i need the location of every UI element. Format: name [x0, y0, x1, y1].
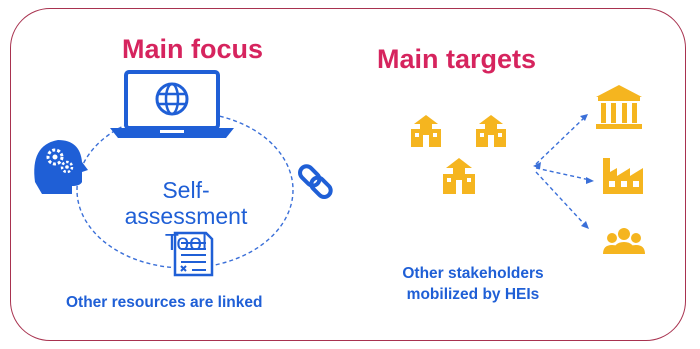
other-resources-label: Other resources are linked — [66, 294, 263, 311]
arrow-to-government — [535, 116, 586, 165]
tool-label-line2: Tool — [164, 229, 208, 255]
arrows — [535, 116, 591, 227]
school-icon — [476, 115, 506, 147]
main-focus-heading: Main focus — [122, 34, 264, 64]
link-chain-icon — [298, 164, 333, 199]
school-icon — [411, 115, 441, 147]
self-assessment-tool-label: Self-assessment Tool — [103, 177, 269, 255]
document-icon — [173, 231, 214, 277]
diagram-frame — [10, 8, 686, 341]
factory-icon — [603, 158, 643, 194]
group-people-icon — [603, 228, 645, 254]
tool-label-line1: Self-assessment — [124, 177, 248, 229]
tool-boundary-ellipse — [76, 111, 294, 269]
government-building-icon — [596, 85, 642, 129]
school-icon — [443, 158, 475, 194]
main-targets-heading: Main targets — [377, 44, 537, 74]
arrow-to-community — [535, 171, 587, 227]
head-gears-icon — [34, 140, 88, 194]
stakeholders-label: Other stakeholders mobilized by HEIs — [383, 263, 563, 305]
stakeholders-line1: Other stakeholders — [402, 265, 544, 282]
laptop-globe-icon — [110, 70, 234, 138]
stakeholders-line2: mobilized by HEIs — [406, 286, 540, 303]
arrow-to-industry — [535, 167, 591, 181]
